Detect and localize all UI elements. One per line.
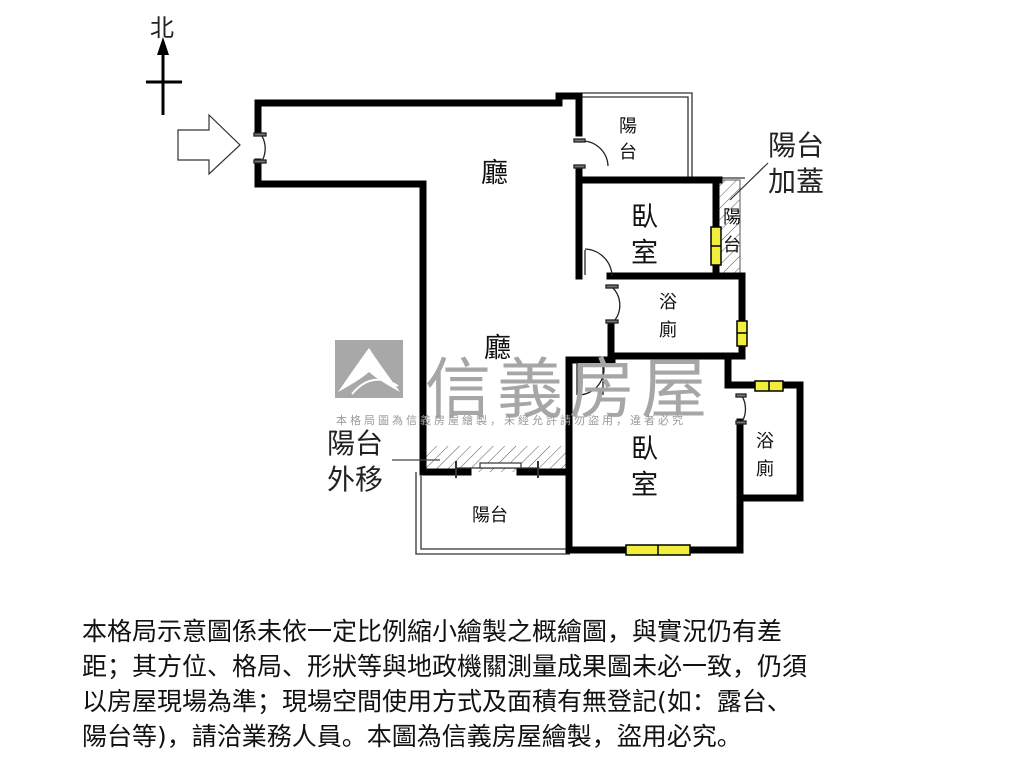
- disclaimer-line: 本格局示意圖係未依一定比例縮小繪製之概繪圖，與實況仍有差: [82, 617, 783, 646]
- floor-plan: [146, 37, 804, 556]
- room-label-balcony-south: 陽台: [472, 505, 508, 526]
- disclaimer-line: 距；其方位、格局、形狀等與地政機關測量成果圖未必一致，仍須: [82, 652, 808, 681]
- room-label-bathroom-2: 浴 廁: [756, 431, 774, 480]
- room-label-bedroom-2: 臥 室: [631, 434, 658, 501]
- callout-balcony-addition: 陽台 加蓋: [768, 129, 825, 198]
- room-label-bathroom-1: 浴 廁: [659, 292, 677, 341]
- sliding-door: [455, 461, 539, 478]
- north-arrow-icon: [146, 37, 182, 115]
- watermark-brand: 信義房屋: [425, 351, 713, 428]
- disclaimer-line: 陽台等)，請洽業務人員。本圖為信義房屋繪製，盜用必究。: [82, 722, 742, 751]
- north-label: 北: [150, 14, 174, 42]
- room-label-balcony-enclosed: 陽 台: [723, 207, 741, 256]
- door-swings: [253, 132, 747, 425]
- room-label-living-upper: 廳: [481, 158, 508, 189]
- room-label-balcony-north: 陽 台: [619, 116, 637, 163]
- disclaimer-text: 本格局示意圖係未依一定比例縮小繪製之概繪圖，與實況仍有差 距；其方位、格局、形狀…: [82, 614, 962, 754]
- callout-leader-addition: [729, 162, 769, 201]
- watermark-logo-icon: [335, 340, 403, 398]
- balcony-outlines: [415, 92, 745, 555]
- room-label-living-lower: 廳: [484, 333, 511, 364]
- windows: [625, 226, 784, 556]
- entry-arrow-icon: [177, 113, 241, 176]
- callout-balcony-moved-out: 陽台 外移: [327, 427, 384, 496]
- room-label-bedroom-1: 臥 室: [631, 202, 658, 269]
- disclaimer-line: 以房屋現場為準；現場空間使用方式及面積有無登記(如：露台、: [82, 687, 792, 716]
- watermark-notice: 本格局圖為信義房屋繪製，未經允許請勿盜用，違者必究: [336, 414, 686, 427]
